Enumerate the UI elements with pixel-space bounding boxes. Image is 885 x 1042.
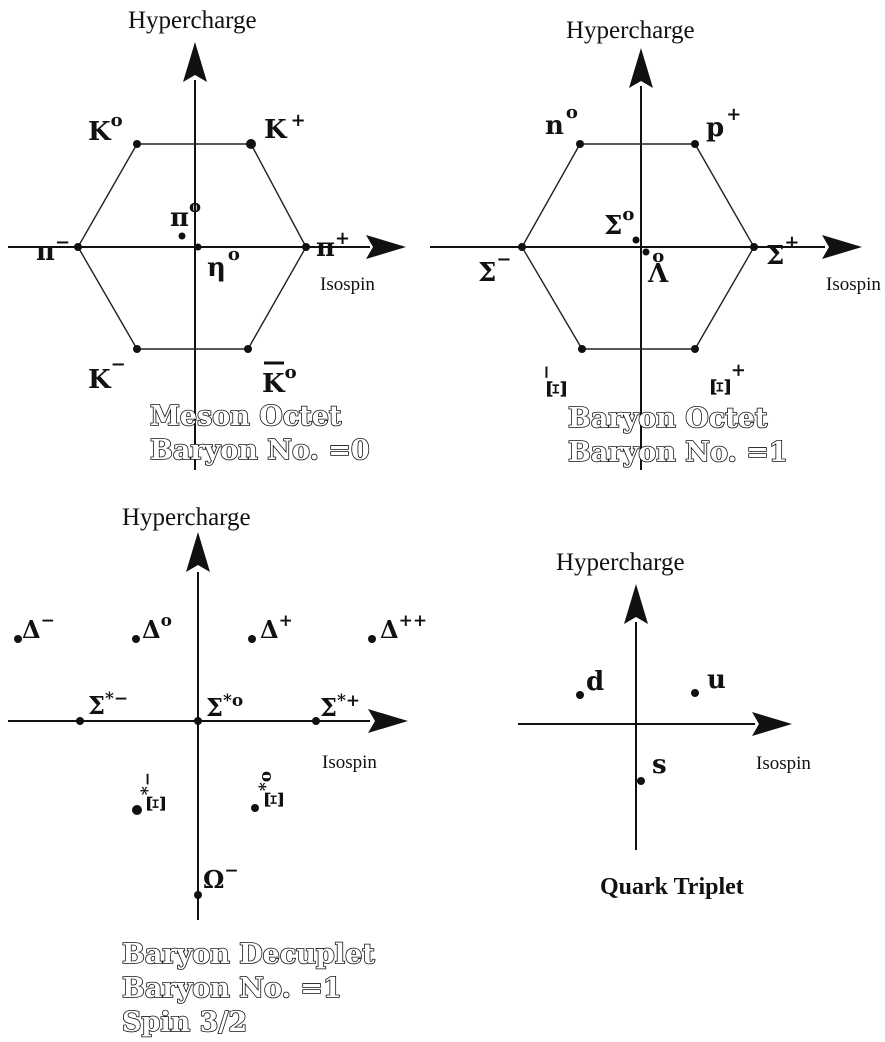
decuplet-dot-xistarminus [132, 805, 142, 815]
meson-label-pi0: πo [170, 196, 201, 233]
baryon-octet-dot-pplus [691, 140, 699, 148]
quark-x-axis-label: Isospin [756, 753, 811, 774]
decuplet-dot-sigmastarminus [76, 717, 84, 725]
decuplet-label-sigmastar0: Σ*o [206, 691, 243, 722]
decuplet-dot-deltaplus [248, 635, 256, 643]
decuplet-dot-omegaminus [194, 891, 202, 899]
baryon-octet-dot-ximinus [578, 345, 586, 353]
quark-label-u: u [707, 665, 726, 695]
meson-label-piminus: π− [36, 232, 70, 267]
quark-dot-u [691, 689, 699, 697]
baryon-octet-x-axis-label: Isospin [826, 274, 881, 295]
baryon-octet-label-lambda0: Λo [647, 246, 669, 289]
baryon-octet-caption-line1: Baryon Octet [568, 403, 768, 434]
decuplet-caption-line3: Spin 3/2 [122, 1007, 247, 1038]
baryon-octet-dot-sigmaplus [750, 243, 758, 251]
meson-label-piplus: π+ [316, 228, 350, 263]
quark-label-d: d [586, 667, 604, 697]
decuplet-dot-delta0 [132, 635, 140, 643]
meson-y-axis-label: Hypercharge [128, 7, 257, 34]
decuplet-dot-sigmastarplus [312, 717, 320, 725]
baryon-octet-label-xiplus: Ξ+ [707, 363, 749, 396]
baryon-octet-x-axis-arrow [822, 235, 862, 259]
meson-dot-piminus [74, 243, 82, 251]
baryon-octet-label-sigmaminus: Σ− [478, 249, 511, 288]
baryon-octet-y-axis-arrow [629, 48, 653, 88]
decuplet-y-axis-arrow [186, 532, 210, 572]
meson-dot-eta0 [194, 243, 202, 251]
quark-dot-d [576, 691, 584, 699]
meson-x-axis-arrow [366, 235, 406, 259]
quark-label-s: s [652, 750, 667, 780]
decuplet-label-deltaplus: Δ+ [260, 611, 293, 644]
decuplet-dot-sigmastar0 [194, 717, 202, 725]
baryon-octet-dot-sigma0 [632, 236, 640, 244]
decuplet-label-deltaplusplus: Δ++ [380, 611, 427, 644]
meson-label-kplus: K+ [264, 110, 306, 145]
meson-label-k0bar: Ko [262, 362, 297, 399]
quark-triplet-panel: Hypercharge Isospin d u s Quark Triplet [518, 549, 811, 900]
decuplet-y-axis-label: Hypercharge [122, 504, 251, 531]
meson-dot-piplus [302, 243, 310, 251]
baryon-decuplet-panel: Hypercharge Isospin Δ− Δo Δ+ Δ++ Σ*− Σ*o… [8, 504, 427, 1039]
decuplet-dot-deltaminus [14, 635, 22, 643]
baryon-octet-dot-n0 [576, 140, 584, 148]
meson-dot-pi0 [178, 232, 186, 240]
baryon-octet-label-pplus: p+ [706, 104, 741, 143]
baryon-octet-label-sigma0: Σo [604, 204, 634, 241]
quark-x-axis-arrow [752, 712, 792, 736]
decuplet-dot-xistar0 [251, 804, 259, 812]
decuplet-caption-line1: Baryon Decuplet [122, 939, 375, 970]
decuplet-caption-line2: Baryon No. =1 [122, 973, 342, 1004]
meson-x-axis-label: Isospin [320, 274, 375, 295]
decuplet-label-deltaminus: Δ− [22, 611, 55, 644]
meson-caption-line1: Meson Octet [150, 401, 342, 432]
quark-y-axis-label: Hypercharge [556, 549, 685, 576]
quark-dot-s [637, 777, 645, 785]
meson-dot-kminus [133, 345, 141, 353]
meson-label-kminus: K− [88, 354, 126, 395]
baryon-octet-caption-line2: Baryon No. =1 [568, 437, 788, 468]
meson-label-k0: Ko [88, 110, 123, 147]
decuplet-x-axis-arrow [368, 709, 408, 733]
meson-dot-k0 [133, 140, 141, 148]
baryon-octet-label-ximinus: Ξ− [536, 365, 573, 398]
meson-dot-k0bar [244, 345, 252, 353]
decuplet-label-xistarminus: Ξ*− [138, 772, 171, 812]
decuplet-dot-deltaplusplus [368, 635, 376, 643]
decuplet-label-omegaminus: Ω− [203, 861, 239, 894]
decuplet-label-sigmastarplus: Σ*+ [320, 691, 360, 722]
quark-y-axis-arrow [624, 584, 648, 624]
baryon-octet-y-axis-label: Hypercharge [566, 17, 695, 44]
decuplet-label-delta0: Δo [142, 611, 172, 644]
meson-dot-kplus [246, 139, 256, 149]
decuplet-x-axis-label: Isospin [322, 752, 377, 773]
quark-caption: Quark Triplet [600, 874, 744, 900]
baryon-octet-dot-lambda0 [642, 248, 650, 256]
decuplet-label-xistar0: Ξ*o [256, 771, 289, 808]
meson-caption-line2: Baryon No. =0 [150, 435, 370, 466]
baryon-octet-dot-xiplus [691, 345, 699, 353]
baryon-octet-dot-sigmaminus [518, 243, 526, 251]
decuplet-label-sigmastarminus: Σ*− [88, 689, 128, 720]
baryon-octet-label-sigmaplus: Σ+ [766, 232, 799, 271]
meson-y-axis-arrow [183, 42, 207, 82]
